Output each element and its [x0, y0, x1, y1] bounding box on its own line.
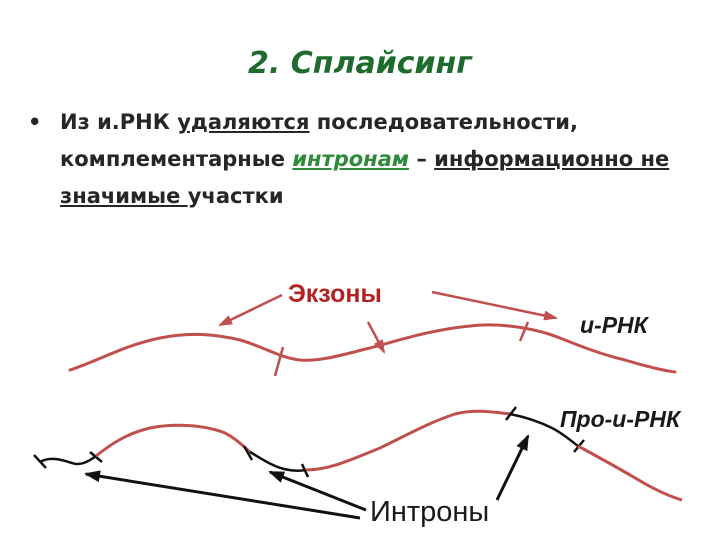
pre-mrna-intron-2 — [249, 450, 307, 472]
pre-mrna-exon-2 — [305, 409, 511, 472]
introns-arrow-right — [495, 434, 530, 501]
text-part3: – — [409, 147, 435, 171]
pre-mrna-intron-3 — [509, 412, 579, 447]
text-removed: удаляются — [177, 110, 310, 134]
introns-arrow-left — [84, 470, 361, 520]
text-insignificant: информационно не значимые — [60, 147, 670, 208]
text-part1: Из и.РНК — [60, 110, 178, 134]
bullet-marker: • — [28, 110, 42, 134]
bullet-text: • Из и.РНК удаляются последовательности,… — [28, 104, 698, 215]
mrna-splice-mark-1 — [273, 346, 285, 377]
intron-3-mark-a — [505, 406, 517, 421]
intron-1-mark-b — [89, 451, 103, 463]
pre-mrna-exon-3 — [577, 444, 683, 502]
introns-arrow-middle — [268, 470, 367, 512]
mrna-strand — [68, 323, 677, 374]
exons-arrow-right — [431, 290, 558, 321]
slide-title: 2. Сплайсинг — [248, 46, 472, 81]
text-part4: участки — [187, 184, 284, 208]
mrna-label: и-РНК — [580, 312, 648, 338]
pre-mrna-exon-1 — [95, 423, 251, 458]
text-introns-word: интронам — [292, 147, 410, 171]
exons-arrow-middle — [366, 321, 386, 354]
exons-label: Экзоны — [288, 280, 382, 308]
intron-1-mark-a — [33, 454, 47, 469]
bullet-paragraph: Из и.РНК удаляются последовательности, к… — [60, 104, 698, 215]
intron-2-mark-b — [300, 463, 310, 478]
intron-2-mark-a — [242, 445, 254, 461]
mrna-splice-mark-2 — [518, 321, 530, 342]
pre-mrna-label: Про-и-РНК — [560, 406, 681, 432]
pre-mrna-intron-1 — [39, 454, 97, 466]
introns-label: Интроны — [370, 496, 490, 528]
text-part2: последовательности, комплементарные — [60, 110, 578, 171]
exons-arrow-left — [218, 293, 283, 327]
